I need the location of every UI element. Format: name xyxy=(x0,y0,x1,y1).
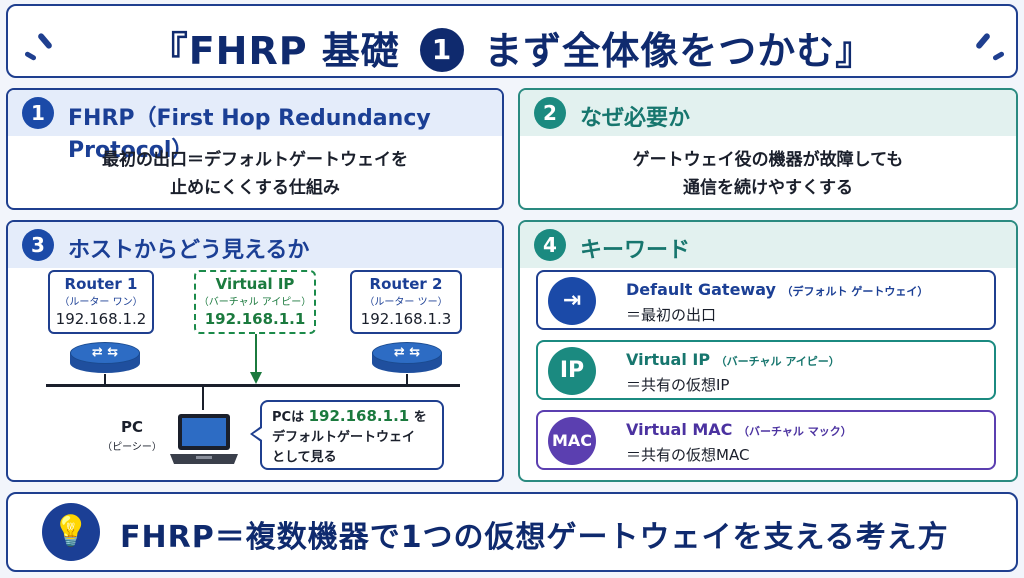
title-number-badge: 1 xyxy=(420,27,465,72)
keyword-1-reading: （デフォルト ゲートウェイ） xyxy=(781,285,929,298)
router-1-name: Router 1 xyxy=(64,275,138,293)
router-2-ip: 192.168.1.3 xyxy=(360,310,452,328)
title-prefix: 『FHRP 基礎 xyxy=(149,29,400,73)
section-1-line-1: 最初の出口＝デフォルトゲートウェイを xyxy=(102,150,408,170)
router-1-label: Router 1 （ルーター ワン） 192.168.1.2 xyxy=(48,270,154,334)
title-suffix: まず全体像をつかむ』 xyxy=(484,29,875,73)
virtual-ip-address: 192.168.1.1 xyxy=(204,310,306,328)
router-2-drop-line xyxy=(406,374,408,385)
exit-arrow-icon: ⇥ xyxy=(548,277,596,325)
virtual-ip-name: Virtual IP xyxy=(215,275,295,293)
keyword-3-term-text: Virtual MAC xyxy=(626,420,733,439)
lightbulb-icon: 💡 xyxy=(42,503,100,561)
laptop-icon xyxy=(170,414,238,464)
summary-banner: 💡 FHRP＝複数機器で1つの仮想ゲートウェイを支える考え方 xyxy=(6,492,1018,572)
router-2-label: Router 2 （ルーター ツー） 192.168.1.3 xyxy=(350,270,462,334)
summary-text: FHRP＝複数機器で1つの仮想ゲートウェイを支える考え方 xyxy=(120,520,949,555)
section-1-line-2: 止めにくくする仕組み xyxy=(170,178,340,198)
section-3-header: 3 ホストからどう見えるか xyxy=(8,222,502,268)
bubble-ip: 192.168.1.1 xyxy=(308,407,410,425)
pc-drop-line xyxy=(202,386,204,410)
keyword-2-reading: （バーチャル アイピー） xyxy=(715,355,840,368)
router-1-reading: （ルーター ワン） xyxy=(59,297,143,308)
keyword-2-term-text: Virtual IP xyxy=(626,350,711,369)
keyword-3-reading: （バーチャル マック） xyxy=(738,425,852,438)
virtual-ip-reading: （バーチャル アイピー） xyxy=(198,297,312,308)
lan-segment-line xyxy=(46,384,460,387)
section-1-heading: FHRP（First Hop Redundancy Protocol） xyxy=(68,106,431,163)
section-1-header: 1 FHRP（First Hop Redundancy Protocol） xyxy=(8,90,502,163)
section-4-number: 4 xyxy=(534,229,566,261)
ip-icon: IP xyxy=(548,347,596,395)
section-1-body: 最初の出口＝デフォルトゲートウェイを 止めにくくする仕組み xyxy=(8,146,502,202)
section-2-heading: なぜ必要か xyxy=(580,106,691,131)
bubble-pre-text: PCは xyxy=(272,410,309,425)
section-3-number: 3 xyxy=(22,229,54,261)
pc-name: PC xyxy=(120,418,143,436)
router-1-ip: 192.168.1.2 xyxy=(55,310,147,328)
keyword-2-term: Virtual IP （バーチャル アイピー） xyxy=(626,350,840,369)
router-2-name: Router 2 xyxy=(369,275,443,293)
bubble-line-2: デフォルトゲートウェイ xyxy=(272,430,416,445)
section-4-header: 4 キーワード xyxy=(520,222,1016,268)
keyword-1-term: Default Gateway （デフォルト ゲートウェイ） xyxy=(626,280,928,299)
section-2-line-2: 通信を続けやすくする xyxy=(683,178,853,198)
keyword-default-gateway: ⇥ Default Gateway （デフォルト ゲートウェイ） ＝最初の出口 xyxy=(536,270,996,330)
virtual-ip-arrow-icon xyxy=(250,334,262,384)
section-3-heading: ホストからどう見えるか xyxy=(68,238,310,263)
bubble-line-1: PCは 192.168.1.1 を xyxy=(272,406,432,428)
section-2-header: 2 なぜ必要か xyxy=(520,90,1016,136)
section-2-body: ゲートウェイ役の機器が故障しても 通信を続けやすくする xyxy=(520,146,1016,202)
section-2-line-1: ゲートウェイ役の機器が故障しても xyxy=(632,150,904,170)
section-2-number: 2 xyxy=(534,97,566,129)
section-fhrp-definition: 1 FHRP（First Hop Redundancy Protocol） 最初… xyxy=(6,88,504,210)
virtual-ip-label: Virtual IP （バーチャル アイピー） 192.168.1.1 xyxy=(194,270,316,334)
page-title: 『FHRP 基礎 1 まず全体像をつかむ』 xyxy=(8,20,1016,76)
keyword-virtual-ip: IP Virtual IP （バーチャル アイピー） ＝共有の仮想IP xyxy=(536,340,996,400)
router-2-icon: ⇄ ⇆ xyxy=(372,342,442,376)
speech-bubble-tail-inner xyxy=(253,428,262,440)
keyword-3-term: Virtual MAC （バーチャル マック） xyxy=(626,420,852,439)
section-4-heading: キーワード xyxy=(580,238,691,263)
router-1-icon: ⇄ ⇆ xyxy=(70,342,140,376)
keyword-2-definition: ＝共有の仮想IP xyxy=(626,376,730,394)
keyword-1-definition: ＝最初の出口 xyxy=(626,306,717,324)
bubble-line-3: として見る xyxy=(272,450,337,465)
keyword-3-definition: ＝共有の仮想MAC xyxy=(626,446,750,464)
mac-icon: MAC xyxy=(548,417,596,465)
keyword-1-term-text: Default Gateway xyxy=(626,280,776,299)
pc-reading: （ピーシー） xyxy=(102,442,162,453)
bubble-post-text: を xyxy=(409,410,427,425)
title-banner: 『FHRP 基礎 1 まず全体像をつかむ』 xyxy=(6,4,1018,78)
section-keywords: 4 キーワード ⇥ Default Gateway （デフォルト ゲートウェイ）… xyxy=(518,220,1018,482)
keyword-virtual-mac: MAC Virtual MAC （バーチャル マック） ＝共有の仮想MAC xyxy=(536,410,996,470)
router-1-drop-line xyxy=(104,374,106,385)
pc-speech-bubble: PCは 192.168.1.1 を デフォルトゲートウェイ として見る xyxy=(260,400,444,470)
section-why-needed: 2 なぜ必要か ゲートウェイ役の機器が故障しても 通信を続けやすくする xyxy=(518,88,1018,210)
router-2-reading: （ルーター ツー） xyxy=(364,297,448,308)
section-1-number: 1 xyxy=(22,97,54,129)
